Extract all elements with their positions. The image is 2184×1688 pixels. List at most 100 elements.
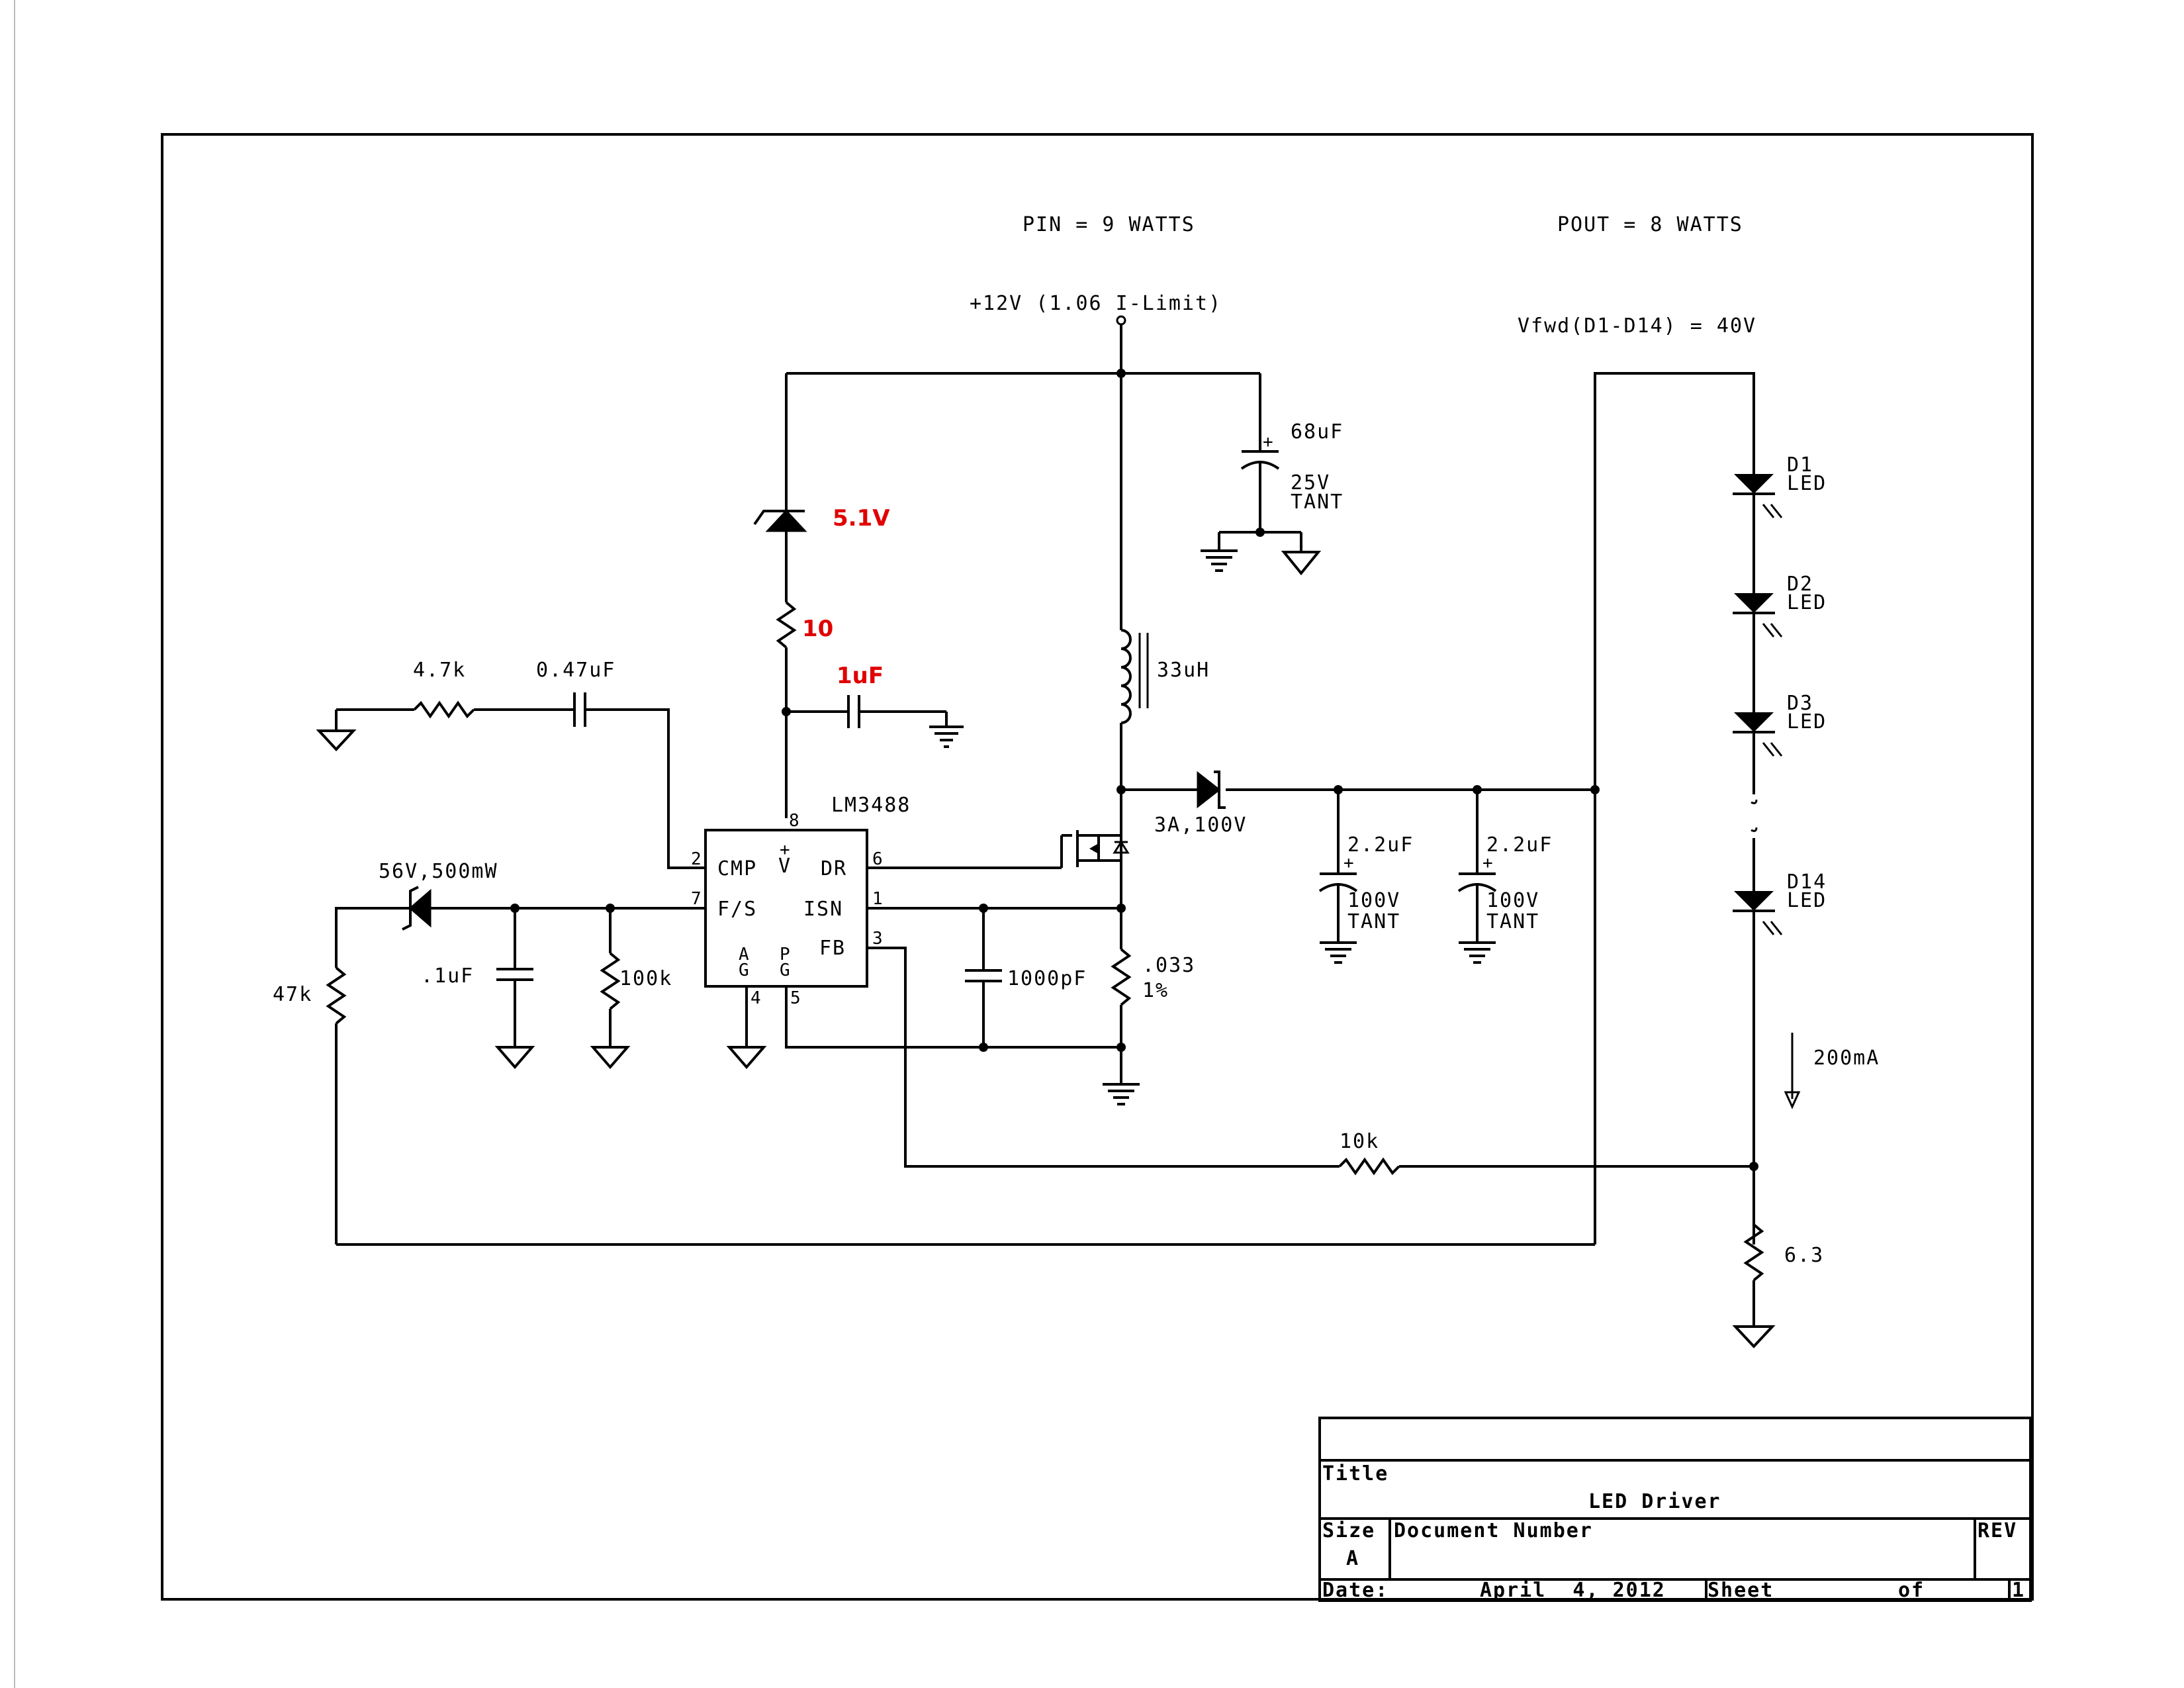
cout2-plus: +	[1482, 853, 1493, 873]
size-label: Size	[1322, 1519, 1375, 1542]
resistor-4-7k	[413, 700, 475, 719]
cout1-plus: +	[1343, 853, 1354, 873]
pin-number-8: 8	[789, 811, 799, 831]
document-number-label: Document Number	[1394, 1519, 1593, 1542]
ground-symbol-1uf	[929, 712, 964, 748]
cin-plus: +	[1263, 432, 1273, 452]
pout-power-label: POUT = 8 WATTS	[1557, 213, 1743, 236]
cin-value: 68uF	[1291, 420, 1343, 444]
junction-cin-gnd	[1255, 528, 1265, 537]
cin-rating: 25V	[1291, 471, 1330, 494]
date-value: April 4, 2012	[1480, 1579, 1666, 1602]
cin-type: TANT	[1291, 491, 1343, 514]
drawing-border	[161, 133, 2034, 1601]
led-d2	[1733, 593, 1783, 637]
cap-1uf-value: 1uF	[837, 663, 884, 689]
resistor-10-value: 10	[802, 616, 833, 642]
of-label: of	[1898, 1579, 1925, 1602]
ground-symbol-fs-cap	[494, 1046, 535, 1070]
ic-pin-pg-p: P	[780, 945, 790, 964]
inductor-value: 33uH	[1157, 659, 1210, 682]
resistor-sense-value: .033	[1142, 954, 1195, 977]
ic-lm3488	[704, 829, 868, 988]
ground-symbol-cin-left	[1201, 549, 1238, 572]
title-value: LED Driver	[1588, 1490, 1721, 1513]
resistor-10k-value: 10k	[1340, 1130, 1379, 1153]
zener-value: 5.1V	[833, 505, 890, 532]
led-d2-type: LED	[1787, 591, 1827, 614]
ground-symbol-fs-res	[590, 1046, 631, 1070]
mosfet-symbol	[867, 830, 1130, 908]
cap-0-47-value: 0.47uF	[536, 659, 615, 682]
cout1-type: TANT	[1347, 910, 1400, 933]
resistor-10k	[1338, 1157, 1400, 1176]
pin-number-5: 5	[790, 988, 801, 1008]
supply-label: +12V (1.06 I-Limit)	[970, 292, 1222, 315]
wire-fb	[867, 947, 1340, 1168]
ground-symbol-6-3	[1732, 1325, 1776, 1348]
pin-power-label: PIN = 9 WATTS	[1023, 213, 1195, 236]
ic-pin-ag-a: A	[739, 945, 749, 964]
resistor-47k	[326, 966, 347, 1025]
led-d14	[1733, 891, 1783, 935]
ic-name: LM3488	[831, 794, 911, 817]
led-d3-type: LED	[1787, 710, 1827, 733]
current-arrow-head	[1784, 1091, 1801, 1109]
date-label: Date:	[1322, 1579, 1388, 1602]
ground-symbol-ag	[726, 1046, 767, 1070]
resistor-47k-value: 47k	[273, 983, 312, 1006]
supply-terminal	[1116, 315, 1126, 326]
ic-pin-v: V	[778, 855, 792, 878]
output-cap-2	[1457, 790, 1497, 964]
wire-comp-to-ic	[585, 708, 705, 869]
resistor-sense	[1111, 948, 1132, 1006]
size-value: A	[1346, 1547, 1359, 1570]
sheet-label: Sheet	[1707, 1579, 1774, 1602]
pin-number-7: 7	[691, 889, 702, 909]
diode-value: 3A,100V	[1154, 814, 1247, 837]
resistor-6-3	[1743, 1223, 1764, 1282]
resistor-100k	[600, 952, 621, 1010]
inductor-33uh	[1120, 629, 1132, 724]
ground-symbol-cin-right	[1281, 551, 1322, 576]
ic-pin-fb: FB	[819, 937, 846, 960]
ic-pin-cmp: CMP	[717, 857, 757, 880]
pin-number-4: 4	[751, 988, 761, 1008]
led-d14-type: LED	[1787, 889, 1827, 912]
led-d1	[1733, 474, 1783, 518]
ic-pin-pg-g: G	[780, 961, 790, 980]
pin-number-1: 1	[872, 889, 883, 909]
vfwd-label: Vfwd(D1-D14) = 40V	[1518, 314, 1756, 338]
pin-number-6: 6	[872, 849, 883, 869]
diode-3a-bar	[1214, 771, 1226, 809]
title-block	[1318, 1417, 2032, 1602]
title-label: Title	[1322, 1462, 1388, 1485]
led-d3	[1733, 712, 1783, 757]
pin-number-3: 3	[872, 929, 883, 949]
ic-pin-fs: F/S	[717, 898, 757, 921]
cout2-type: TANT	[1486, 910, 1539, 933]
resistor-10	[776, 601, 797, 649]
cap-0-1-value: .1uF	[421, 964, 474, 988]
led-d14-ref: D14	[1787, 870, 1827, 894]
output-cap-1	[1318, 790, 1358, 964]
cout1-rating: 100V	[1347, 889, 1400, 912]
ovp-zener-symbol	[408, 888, 432, 928]
pin-number-2: 2	[691, 849, 702, 869]
wire-led-anode	[1594, 372, 1755, 1244]
led-d3-ref: D3	[1787, 692, 1813, 715]
zener-diode-symbol	[765, 509, 807, 532]
ic-pin-isn: ISN	[803, 898, 843, 921]
rev-label: REV	[1978, 1519, 2017, 1542]
resistor-4-7k-value: 4.7k	[413, 659, 466, 682]
diode-3a-symbol	[1197, 771, 1221, 809]
ground-symbol-sense	[1103, 1083, 1140, 1105]
sheet-total: 1	[2012, 1579, 2025, 1602]
led-d1-type: LED	[1787, 472, 1827, 495]
wire-ovp-left	[335, 907, 410, 968]
led-d1-ref: D1	[1787, 453, 1813, 477]
ovp-zener-value: 56V,500mW	[379, 860, 498, 883]
resistor-100k-value: 100k	[619, 967, 672, 990]
wire-pg	[785, 986, 1121, 1049]
